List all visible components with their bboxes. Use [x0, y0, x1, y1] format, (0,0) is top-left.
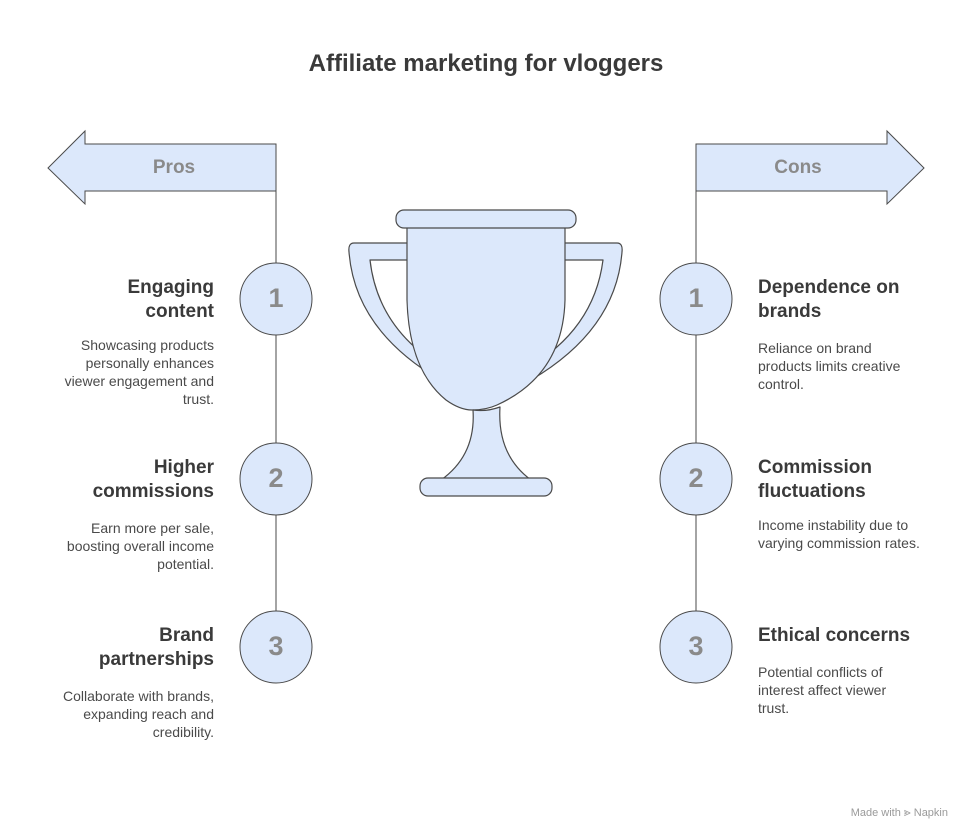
- pros-arrow: [47, 129, 277, 206]
- pros-item-1-desc: Showcasing products personally enhances …: [64, 337, 214, 407]
- napkin-logo-icon: ⪢: [903, 805, 911, 819]
- pros-item-2-desc: Earn more per sale, boosting overall inc…: [66, 520, 214, 572]
- cons-item-3-desc: Potential conflicts of interest affect v…: [758, 664, 887, 716]
- cons-circle-3: [659, 610, 733, 684]
- cons-number-2: 2: [688, 463, 704, 493]
- cons-label: Cons: [774, 157, 822, 178]
- cons-item-1-desc: Reliance on brand products limits creati…: [758, 340, 901, 392]
- made-with-text: Made with: [850, 807, 901, 819]
- pros-circle-2: [239, 442, 313, 516]
- cons-number-1: 1: [688, 283, 704, 313]
- napkin-brand-text: Napkin: [913, 807, 948, 819]
- cons-item-3-title: Ethical concerns: [758, 625, 911, 646]
- pros-number-3: 3: [268, 631, 284, 661]
- pros-label: Pros: [152, 157, 196, 178]
- cons-item-2-desc: Income instability due to varying commis…: [758, 517, 920, 551]
- pros-number-1: 1: [268, 283, 284, 313]
- cons-item-2-title: Commission fluctuations: [758, 457, 873, 502]
- pros-item-1-title: Engaging content: [127, 277, 214, 322]
- pros-circle-3: [239, 610, 313, 684]
- cons-circle-1: [659, 262, 733, 336]
- cons-number-3: 3: [688, 631, 704, 661]
- cons-arrow: [695, 129, 925, 206]
- pros-number-2: 2: [268, 463, 284, 493]
- diagram-title: Affiliate marketing for vloggers: [308, 50, 664, 77]
- cons-item-1-title: Dependence on brands: [758, 277, 900, 322]
- pros-item-2-title: Higher commissions: [92, 457, 214, 502]
- trophy-icon: [348, 209, 623, 497]
- pros-item-3-title: Brand partnerships: [98, 625, 214, 670]
- pros-item-3-desc: Collaborate with brands, expanding reach…: [63, 688, 214, 740]
- pros-circle-1: [239, 262, 313, 336]
- cons-circle-2: [659, 442, 733, 516]
- made-with-napkin-footer: Made with ⪢ Napkin: [851, 805, 948, 820]
